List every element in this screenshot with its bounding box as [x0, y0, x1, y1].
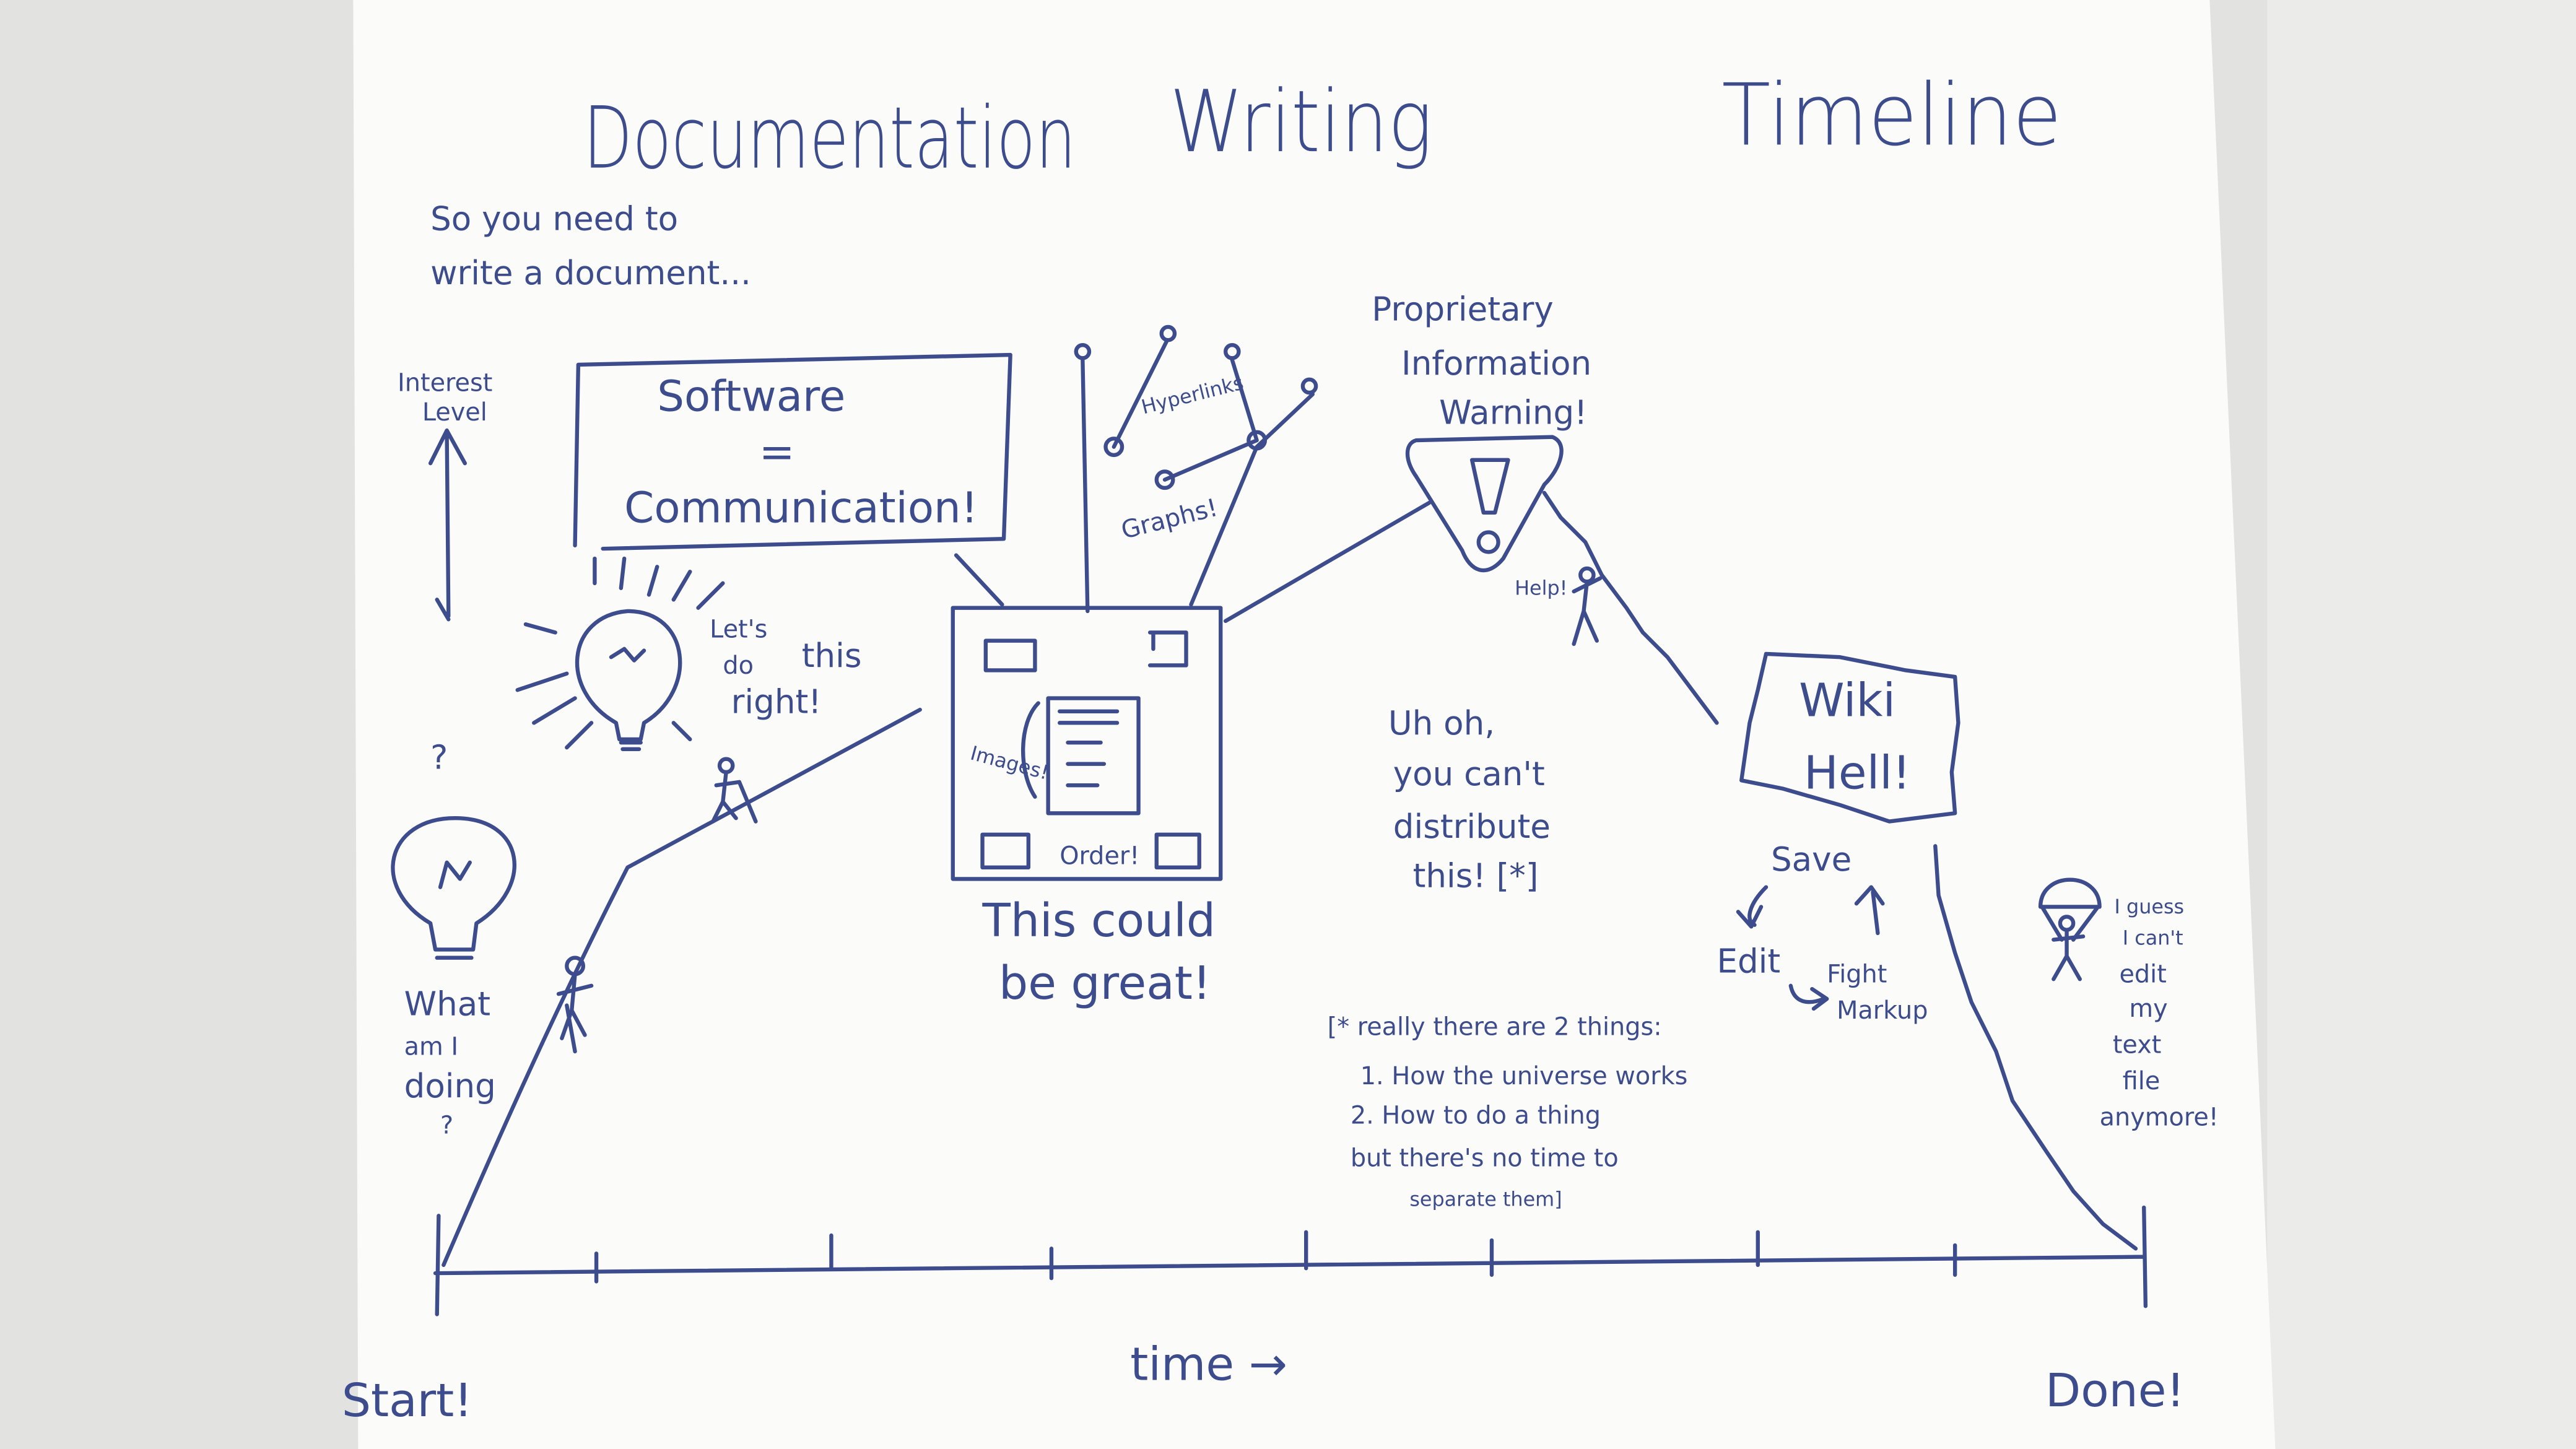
lets-line-4: right! — [731, 682, 822, 721]
warning-triangle-icon — [1405, 435, 1564, 573]
software-box — [573, 352, 1012, 551]
software-line-2: = — [759, 427, 795, 477]
great-line-2: be great! — [999, 956, 1211, 1010]
what-line-1: What — [404, 985, 490, 1024]
document-box — [951, 324, 1318, 881]
guess-line-7: anymore! — [2100, 1103, 2219, 1131]
parachute-figure-icon — [2038, 877, 2102, 981]
footnote-line-5: separate them] — [1409, 1187, 1562, 1211]
order-label: Order! — [1060, 842, 1139, 871]
cycle-arrows-icon — [1736, 885, 1885, 1011]
what-line-2: am I — [404, 1032, 459, 1061]
cliff-line — [1542, 490, 1719, 725]
great-line-1: This could — [982, 894, 1216, 947]
what-line-4: ? — [440, 1112, 453, 1140]
guess-line-1: I guess — [2114, 895, 2184, 918]
guess-line-3: edit — [2119, 960, 2166, 989]
title-word-documentation: Documentation — [583, 89, 1076, 188]
lets-line-2: do — [723, 651, 754, 680]
fall-line — [1933, 844, 2138, 1251]
guess-line-2: I can't — [2123, 926, 2183, 950]
footnote-line-4: but there's no time to — [1351, 1144, 1619, 1173]
climber-figure-icon — [556, 566, 1603, 1054]
cycle-save: Save — [1771, 840, 1852, 879]
footnote-line-1: [* really there are 2 things: — [1328, 1012, 1662, 1041]
interest-arrow-icon — [428, 428, 467, 622]
cycle-edit: Edit — [1717, 942, 1780, 981]
lets-line-1: Let's — [710, 615, 767, 643]
intro-line-1: So you need to — [430, 199, 678, 238]
guess-line-4: my — [2129, 994, 2167, 1023]
what-line-3: doing — [404, 1067, 496, 1105]
help-label: Help! — [1515, 576, 1567, 599]
interest-curve-rise — [442, 707, 922, 1268]
uh-oh-line-1: Uh oh, — [1388, 704, 1495, 742]
unlit-lightbulb-icon — [391, 816, 516, 960]
time-axis-label: time → — [1130, 1338, 1287, 1391]
uh-oh-line-3: distribute — [1393, 807, 1551, 846]
uh-oh-line-4: this! [*] — [1413, 857, 1539, 895]
wall-right — [2267, 0, 2576, 1449]
footnote-line-3: 2. How to do a thing — [1351, 1102, 1601, 1130]
warning-line-3: Warning! — [1439, 393, 1587, 432]
start-label: Start! — [342, 1373, 472, 1427]
done-label: Done! — [2045, 1364, 2185, 1417]
bright-lightbulb-icon — [515, 556, 725, 751]
question-mark: ? — [430, 739, 448, 777]
warning-line-1: Proprietary — [1372, 290, 1554, 328]
software-line-1: Software — [657, 372, 845, 421]
time-axis — [433, 1205, 2148, 1316]
y-axis-label-1: Interest — [398, 368, 492, 397]
guess-line-6: file — [2123, 1067, 2160, 1095]
interest-curve-peak — [1224, 500, 1432, 624]
wiki-line-2: Hell! — [1804, 746, 1911, 799]
title-word-writing: Writing — [1170, 72, 1432, 172]
paper-sheet — [353, 0, 2276, 1449]
cycle-fight-2: Markup — [1837, 996, 1928, 1025]
intro-line-2: write a document... — [430, 254, 751, 292]
wiki-line-1: Wiki — [1799, 674, 1895, 728]
lets-line-3: this — [802, 637, 862, 675]
software-line-3: Communication! — [624, 484, 978, 533]
warning-line-2: Information — [1401, 344, 1591, 383]
y-axis-label-2: Level — [422, 398, 487, 427]
cycle-fight-1: Fight — [1827, 960, 1887, 989]
guess-line-5: text — [2113, 1031, 2162, 1060]
title-word-timeline: Timeline — [1721, 65, 2061, 165]
wiki-hell-cloud — [1739, 651, 1960, 824]
uh-oh-line-2: you can't — [1393, 755, 1545, 793]
footnote-line-2: 1. How the universe works — [1360, 1062, 1688, 1090]
